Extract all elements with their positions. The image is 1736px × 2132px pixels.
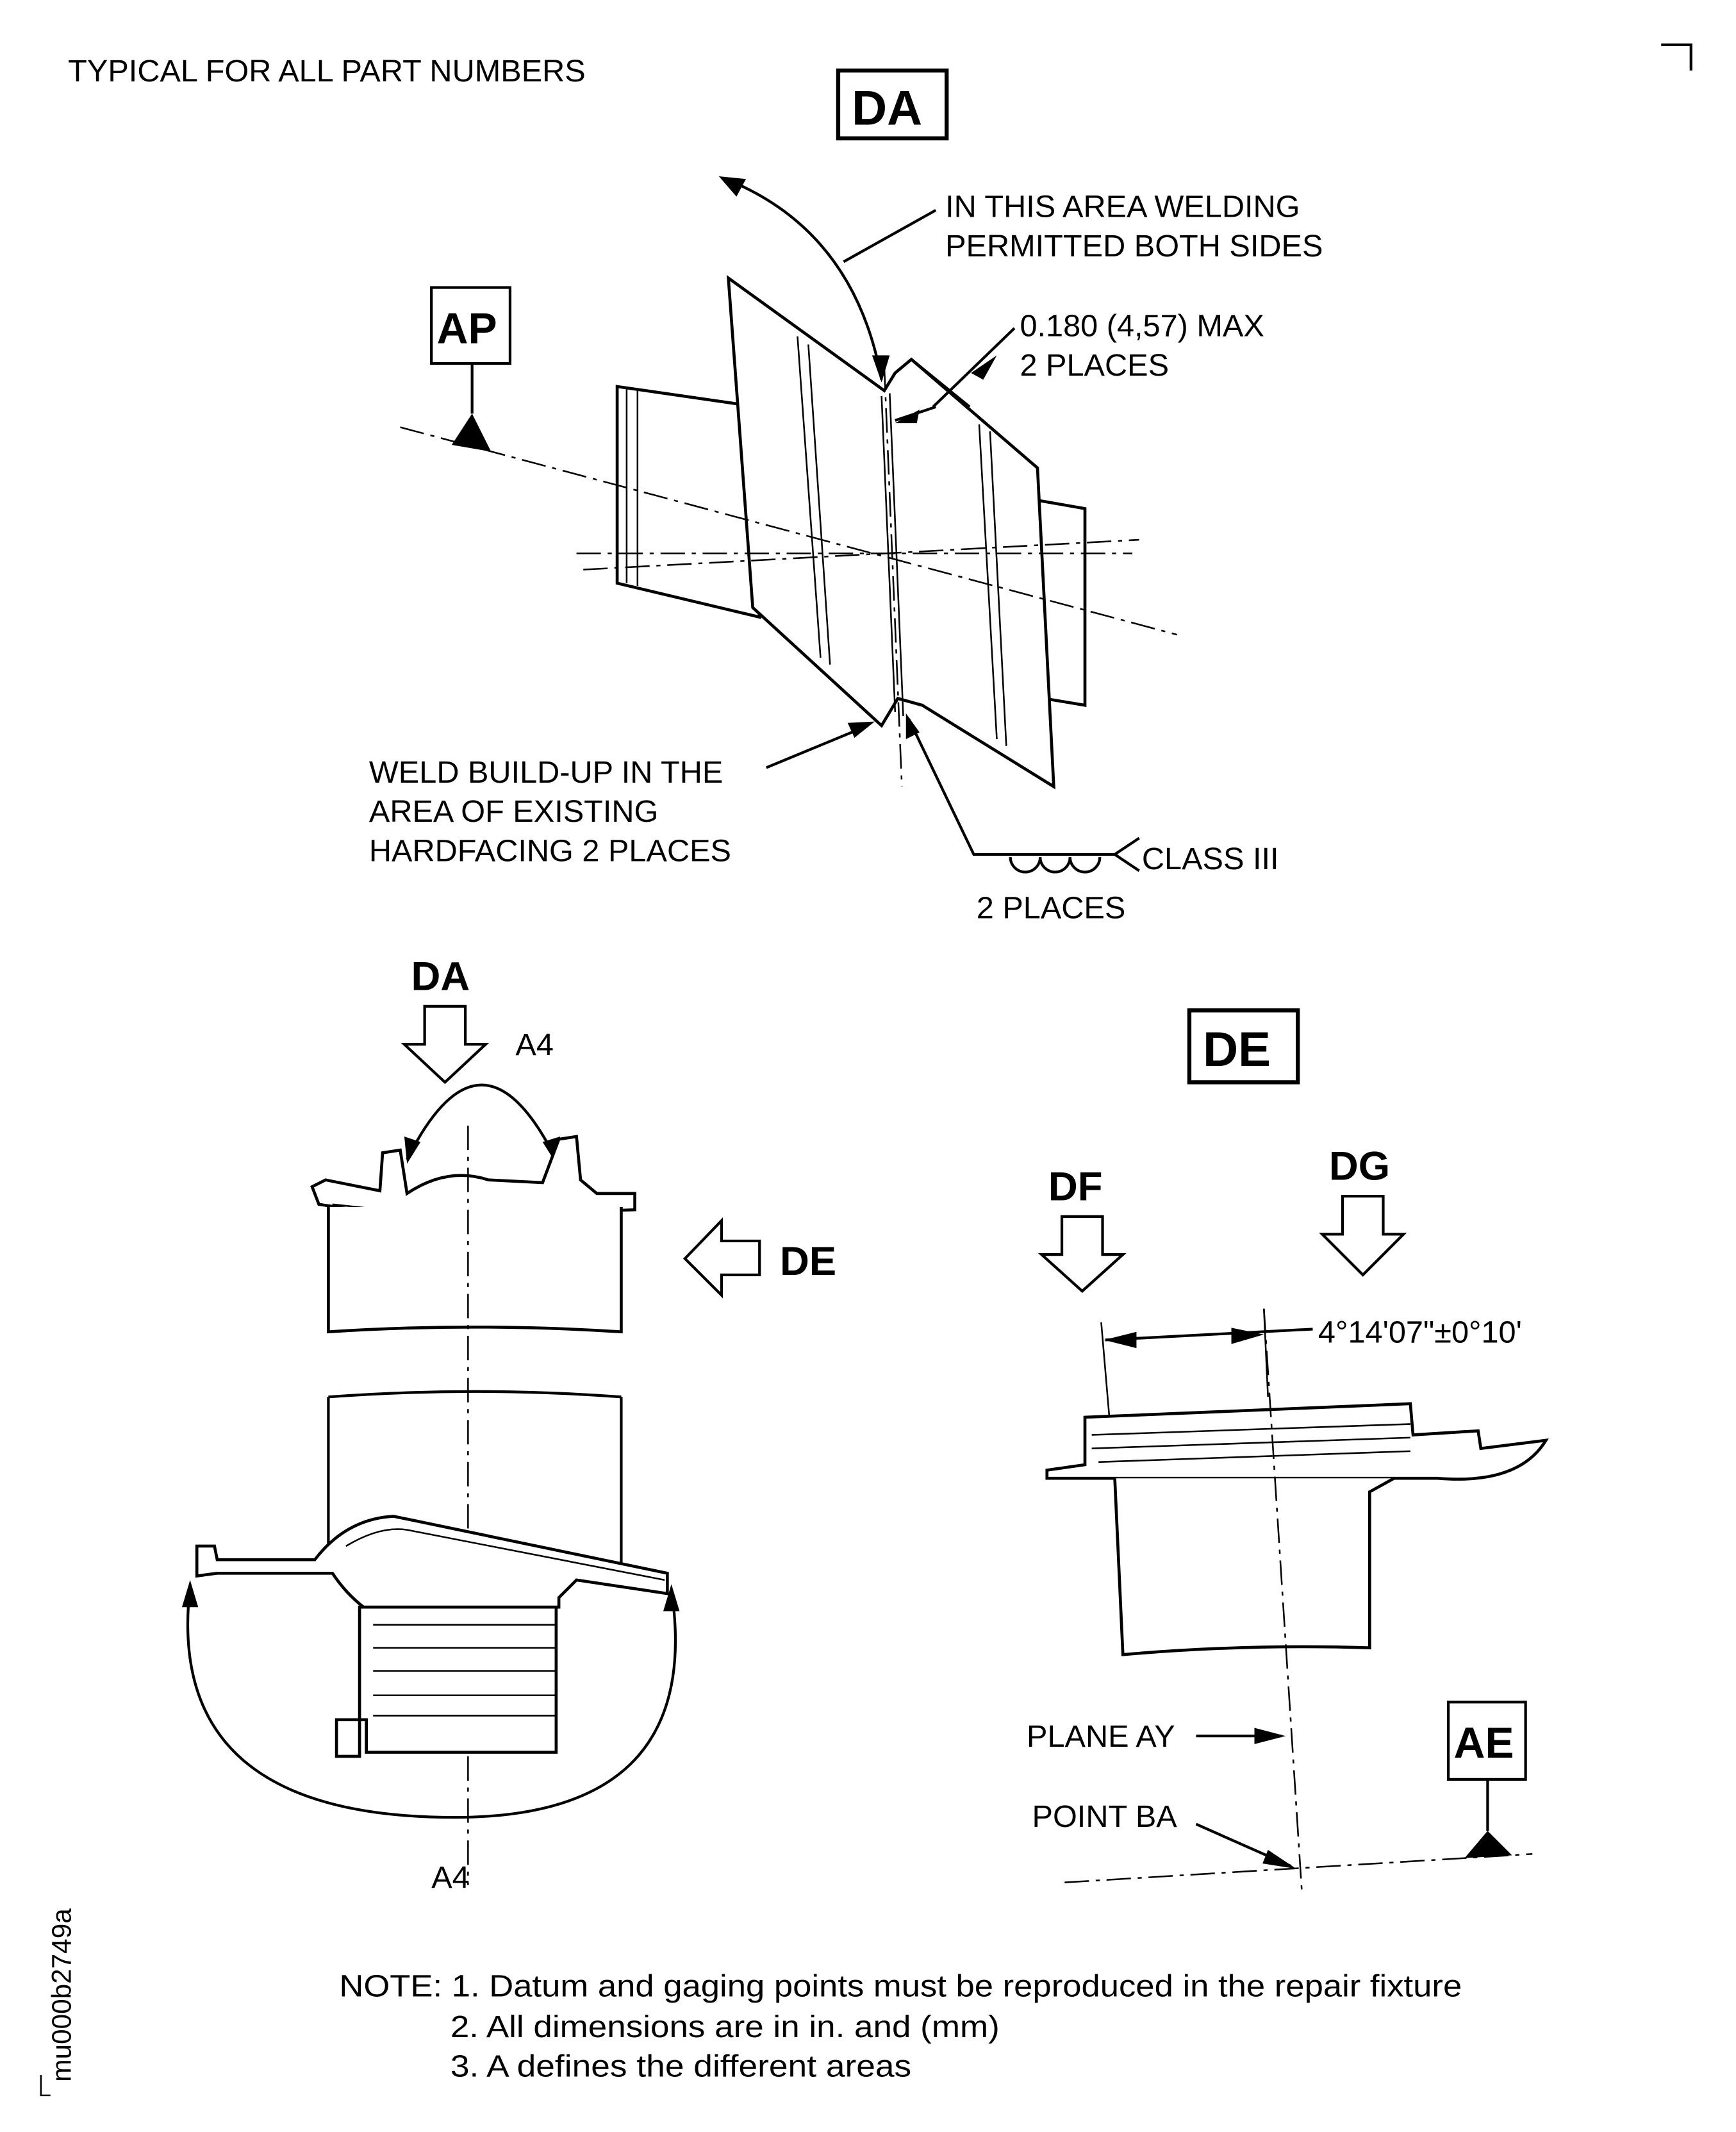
note-max-2: 2 PLACES	[1020, 348, 1169, 383]
note-weld-area-1: IN THIS AREA WELDING	[945, 190, 1300, 224]
view-label-de: DE	[1203, 1022, 1271, 1077]
section-label-bottom: A4	[431, 1860, 470, 1895]
section-label-top: A4	[515, 1028, 554, 1062]
view-da: DA AP IN THIS AREA WELDING PERMITTED BOT…	[369, 68, 1323, 925]
corner-mark	[1661, 43, 1692, 71]
view-de: DE DF DG 4°14'07"±0°10' PLANE AY POINT B…	[1027, 1008, 1549, 1892]
view-arrow-de-icon	[682, 1217, 761, 1299]
header-title: TYPICAL FOR ALL PART NUMBERS	[68, 54, 586, 88]
point-label: POINT BA	[1032, 1799, 1178, 1834]
plane-label: PLANE AY	[1027, 1719, 1175, 1754]
weld-places: 2 PLACES	[977, 890, 1126, 925]
datum-ap: AP	[437, 304, 497, 353]
view-label-da: DA	[852, 81, 922, 136]
view-label-box-de	[1187, 1008, 1300, 1085]
note-buildup-3: HARDFACING 2 PLACES	[369, 834, 731, 869]
view-arrow-dg-icon	[1319, 1194, 1407, 1277]
note-buildup-2: AREA OF EXISTING	[369, 794, 659, 829]
figure-id: mu000b2749a	[46, 1908, 76, 2082]
arrow-label-da: DA	[411, 954, 470, 999]
view-label-box-da	[836, 68, 949, 140]
view-main: DA A4 DE A4	[181, 954, 836, 1895]
datum-box-ap	[430, 286, 512, 365]
note-line-3: 3. A defines the different areas	[451, 2049, 911, 2083]
view-arrow-df-icon	[1037, 1215, 1127, 1294]
arrow-label-dg: DG	[1329, 1144, 1390, 1189]
note-buildup-1: WELD BUILD-UP IN THE	[369, 755, 723, 790]
angle-dimension: 4°14'07"±0°10'	[1318, 1315, 1522, 1350]
note-weld-area-2: PERMITTED BOTH SIDES	[945, 229, 1323, 263]
arrow-label-de: DE	[780, 1239, 836, 1284]
view-arrow-da-icon	[401, 1004, 490, 1085]
note-line-1: NOTE: 1. Datum and gaging points must be…	[339, 1969, 1462, 2003]
blade-section-da	[726, 274, 1055, 790]
note-max-1: 0.180 (4,57) MAX	[1020, 309, 1264, 344]
datum-ae: AE	[1454, 1719, 1514, 1767]
datum-box-ae	[1446, 1701, 1527, 1781]
weld-class: CLASS III	[1142, 842, 1279, 876]
note-line-2: 2. All dimensions are in in. and (mm)	[451, 2010, 1000, 2044]
arrow-label-df: DF	[1048, 1164, 1103, 1209]
